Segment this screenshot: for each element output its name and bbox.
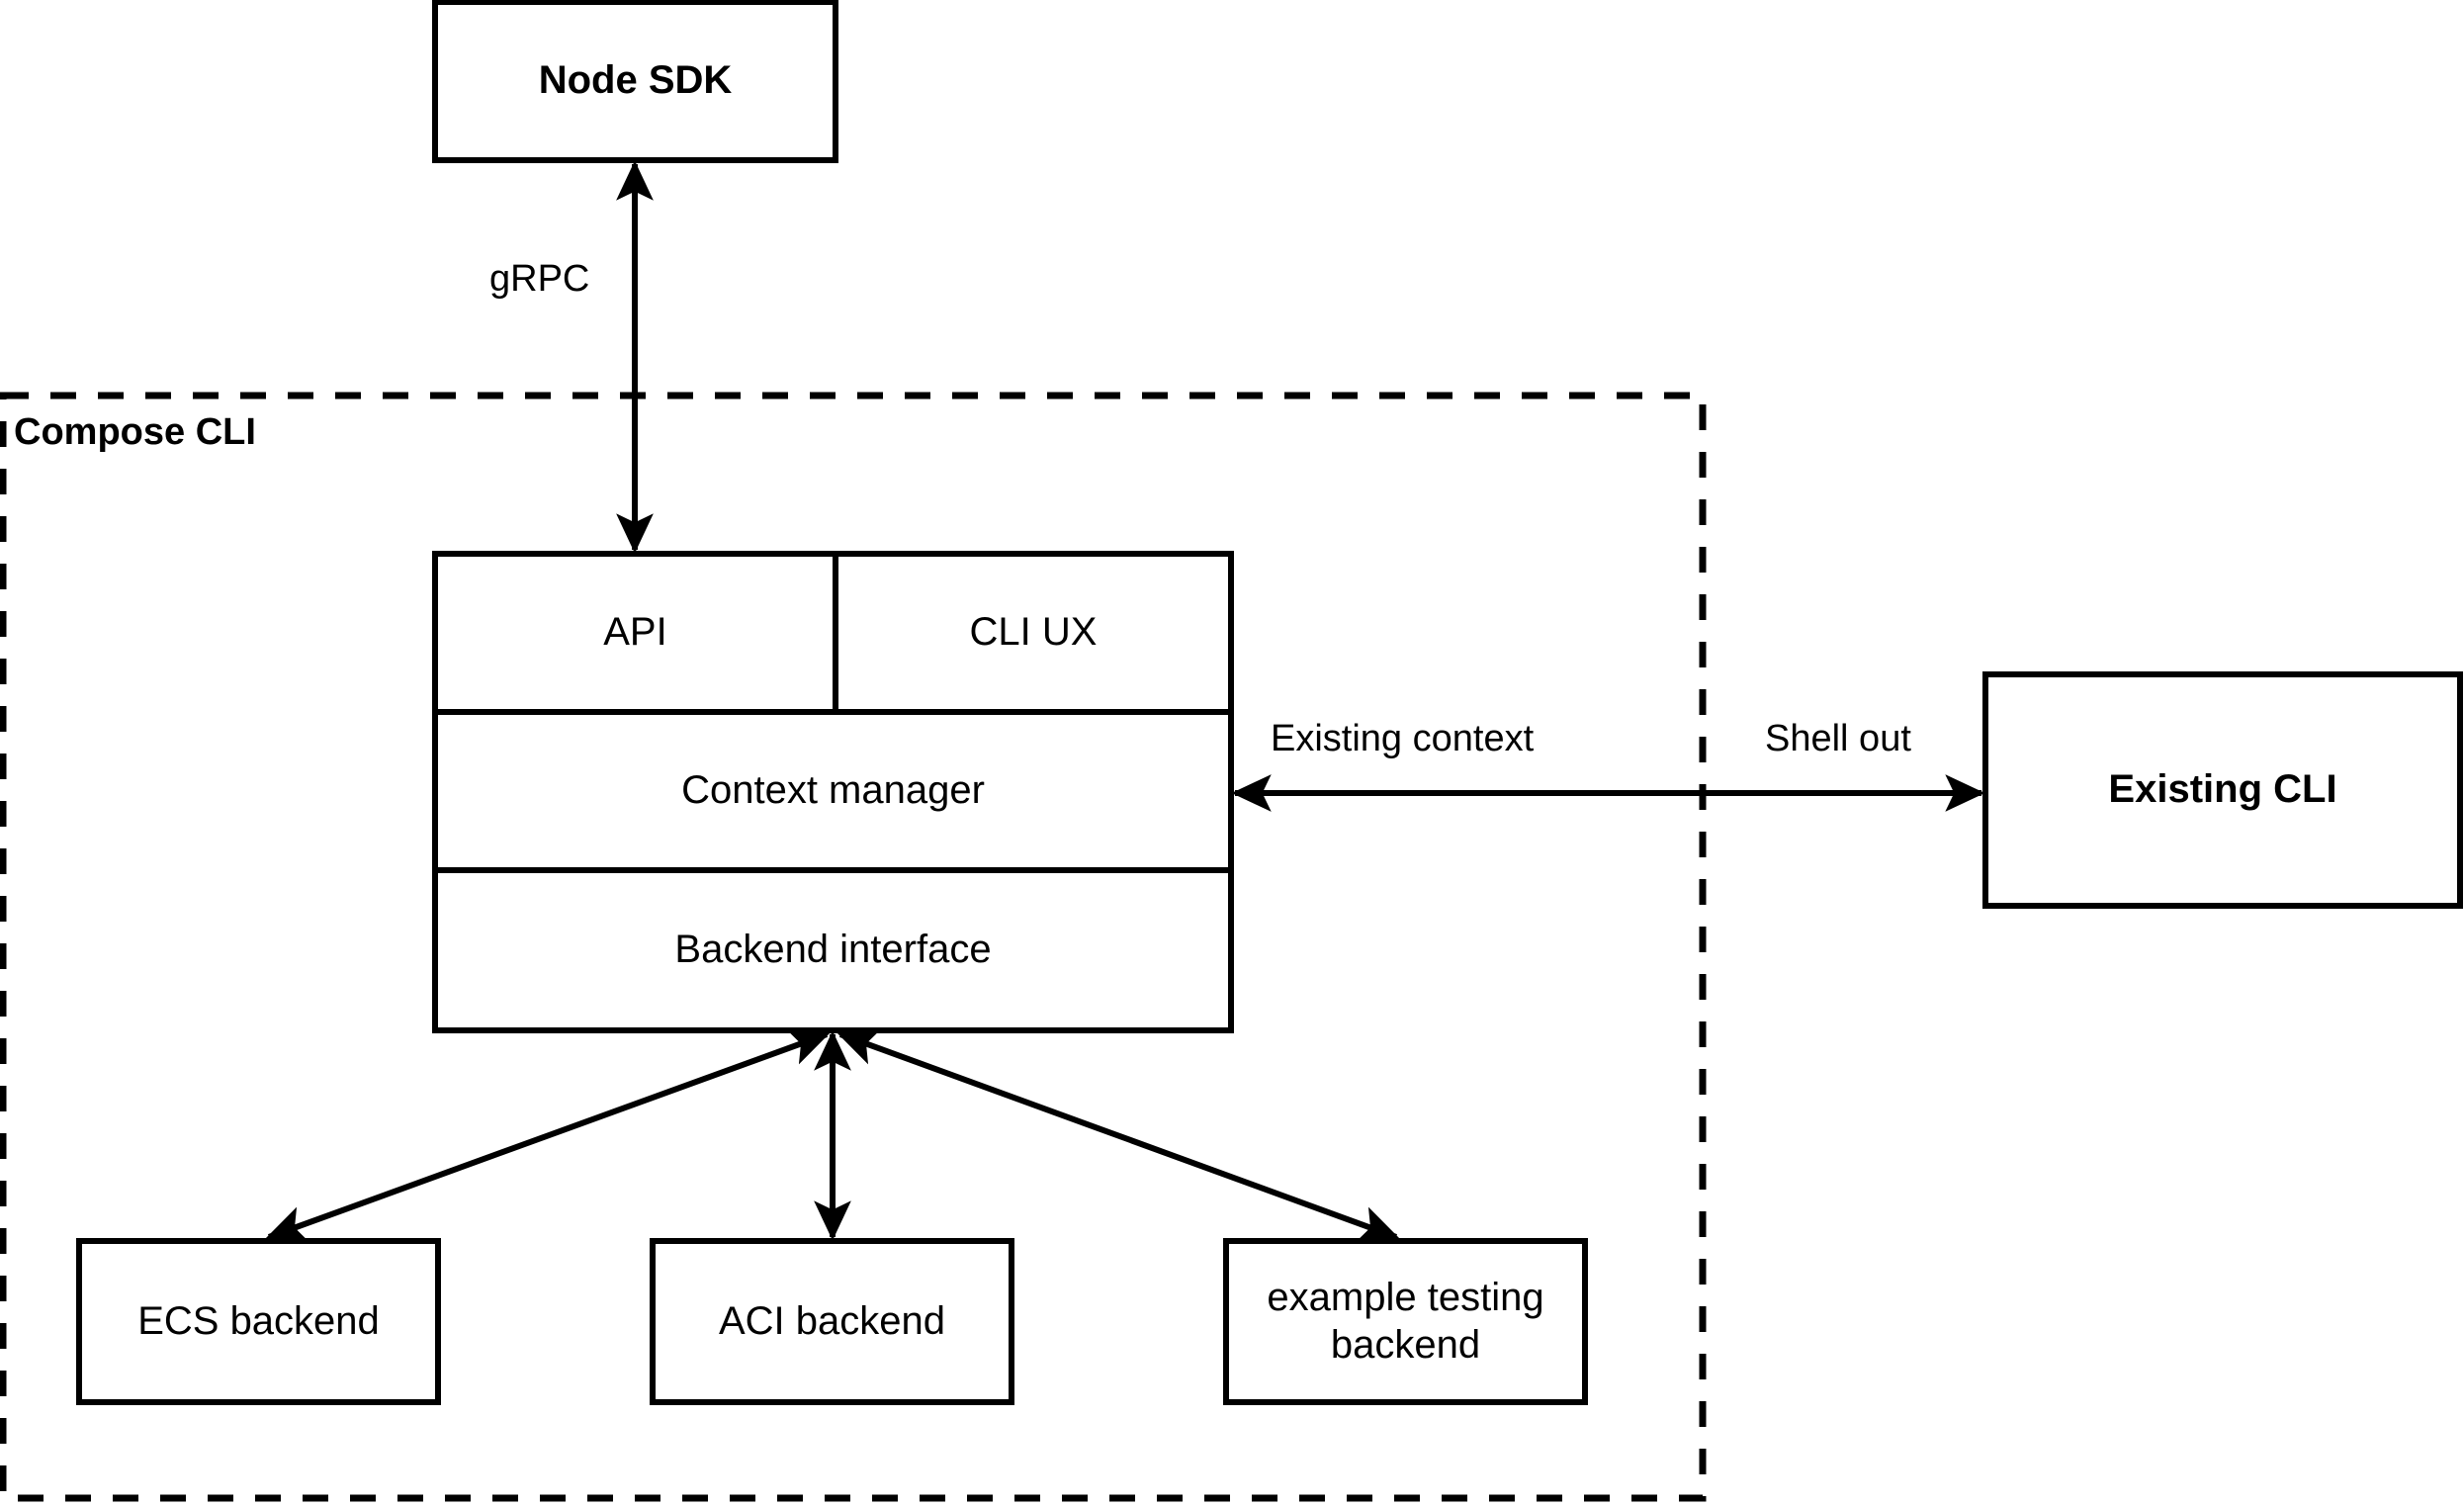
existing-cli-box <box>1982 671 2463 909</box>
edge-label-existing-context: Existing context <box>1271 718 1535 759</box>
edge-label-shell-out: Shell out <box>1765 718 1911 759</box>
aci-backend-box <box>650 1238 1014 1405</box>
group-compose-cli-border <box>0 392 1707 1502</box>
group-label-compose-cli: Compose CLI <box>14 411 256 453</box>
edge-label-grpc: gRPC <box>489 258 590 300</box>
edge-backend-ecs-line <box>265 1028 831 1243</box>
example-testing-backend-box <box>1223 1238 1588 1405</box>
node-sdk-box <box>432 0 838 163</box>
ecs-backend-box <box>76 1238 441 1405</box>
edge-backend-example-line <box>836 1028 1400 1243</box>
